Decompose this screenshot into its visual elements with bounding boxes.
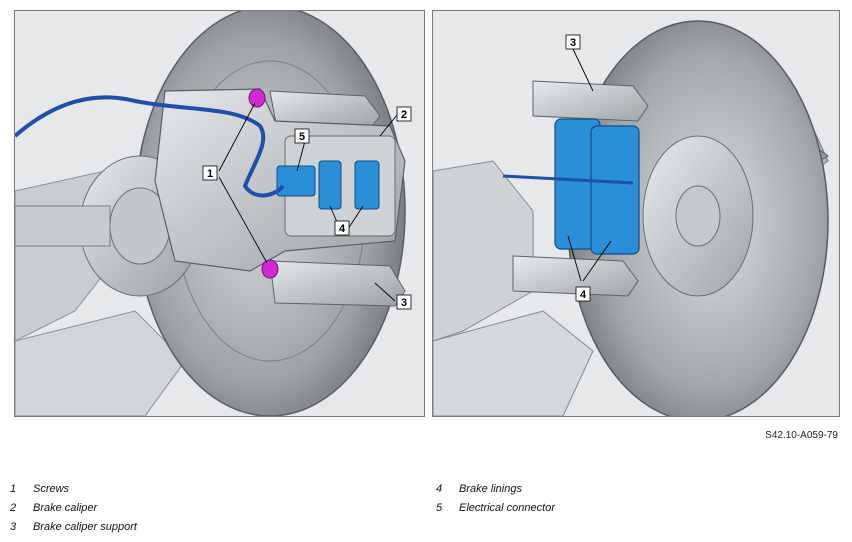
caliper-assembly-drawing: 1 2 3 4 5	[15, 11, 424, 416]
legend-label: Brake linings	[459, 483, 522, 495]
legend-item: 2 Brake caliper	[0, 499, 137, 518]
electrical-connector-shape	[276, 165, 316, 197]
brake-lining-left-1	[318, 160, 342, 210]
figure-code: S42.10-A059-79	[765, 430, 838, 441]
legend-item: 3 Brake caliper support	[0, 518, 137, 537]
linings-position-drawing: 3 4	[433, 11, 839, 416]
brake-lining-left-2	[354, 160, 380, 210]
caliper-support-shape	[532, 80, 649, 122]
legend-item: 1 Screws	[0, 480, 137, 499]
callout-connector: 5	[294, 128, 310, 144]
wiring-cable	[15, 95, 285, 198]
brake-lining-outer	[590, 125, 640, 255]
legend-label: Screws	[33, 483, 70, 495]
legend-label: Brake caliper	[33, 502, 98, 514]
callout-screws: 1	[202, 165, 218, 181]
legend-item: 5 Electrical connector	[426, 499, 555, 518]
left-illustration-panel: 1 2 3 4 5	[14, 10, 425, 417]
legend-item: 4 Brake linings	[426, 480, 555, 499]
legend-left: 1 Screws 2 Brake caliper 3 Brake caliper su…	[0, 480, 137, 537]
legend-number: 5	[436, 502, 443, 514]
right-illustration-panel: 3 4	[432, 10, 840, 417]
callout-support: 3	[396, 294, 412, 310]
legend-number: 1	[10, 483, 17, 495]
legend-right: 4 Brake linings 5 Electrical connector	[426, 480, 555, 518]
screw-top	[248, 88, 266, 108]
callout-linings: 4	[334, 220, 350, 236]
legend-number: 3	[10, 521, 17, 533]
svg-text:4: 4	[339, 223, 346, 235]
callout-support: 3	[565, 34, 581, 50]
legend-label: Electrical connector	[459, 502, 555, 514]
callout-caliper: 2	[396, 106, 412, 122]
legend-label: Brake caliper support	[33, 521, 137, 533]
svg-text:1: 1	[207, 168, 213, 180]
legend-number: 2	[10, 502, 17, 514]
legend-number: 4	[436, 483, 443, 495]
svg-text:2: 2	[401, 109, 407, 121]
svg-text:3: 3	[570, 37, 576, 49]
caliper-support-shape	[269, 260, 406, 307]
svg-text:4: 4	[580, 289, 587, 301]
svg-text:3: 3	[401, 297, 407, 309]
callout-linings: 4	[575, 286, 591, 302]
screw-bottom	[261, 259, 279, 279]
svg-text:5: 5	[299, 131, 305, 143]
